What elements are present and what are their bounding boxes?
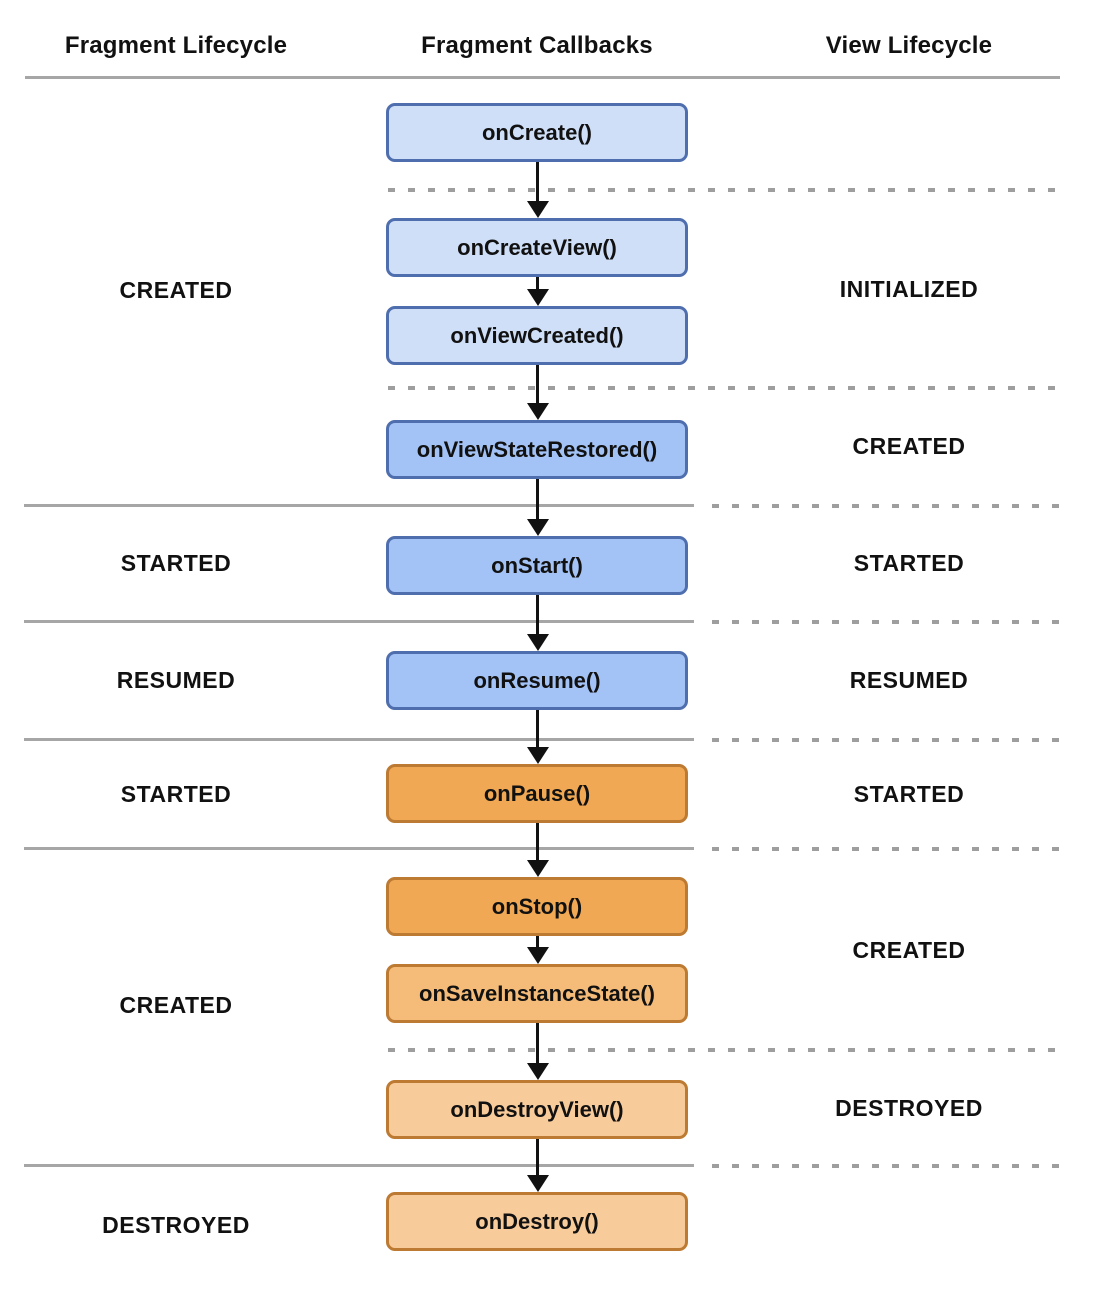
fragment-state-started: STARTED [120, 550, 232, 576]
view-section-divider-dashed [388, 1048, 1060, 1052]
column-header-view-lifecycle: View Lifecycle [825, 32, 993, 59]
view-state-destroyed: DESTROYED [835, 1095, 983, 1121]
fragment-state-resumed: RESUMED [116, 667, 236, 693]
fragment-section-divider-solid [24, 738, 694, 741]
view-section-divider-dashed [712, 1164, 1060, 1168]
flow-arrow [536, 710, 539, 747]
fragment-section-divider-solid [24, 504, 694, 507]
callback-box-onsaveinstancestate: onSaveInstanceState() [386, 964, 688, 1023]
callback-box-onviewcreated: onViewCreated() [386, 306, 688, 365]
view-state-created: CREATED [852, 433, 966, 459]
fragment-state-destroyed: DESTROYED [102, 1212, 250, 1238]
fragment-section-divider-solid [24, 847, 694, 850]
callback-box-oncreateview: onCreateView() [386, 218, 688, 277]
view-section-divider-dashed [388, 386, 1060, 390]
column-header-fragment-lifecycle: Fragment Lifecycle [64, 32, 288, 59]
callback-box-onstop: onStop() [386, 877, 688, 936]
view-state-started-2: STARTED [853, 781, 965, 807]
fragment-state-created: CREATED [119, 277, 233, 303]
fragment-section-divider-solid [24, 620, 694, 623]
view-section-divider-dashed [712, 504, 1060, 508]
view-section-divider-dashed [712, 738, 1060, 742]
flow-arrow [536, 277, 539, 289]
callback-box-ondestroy: onDestroy() [386, 1192, 688, 1251]
flow-arrow [536, 936, 539, 947]
callback-box-onviewstaterestored: onViewStateRestored() [386, 420, 688, 479]
fragment-state-started-2: STARTED [120, 781, 232, 807]
header-divider-line [25, 76, 1060, 79]
view-state-resumed: RESUMED [849, 667, 969, 693]
callback-box-ondestroyview: onDestroyView() [386, 1080, 688, 1139]
callback-box-oncreate: onCreate() [386, 103, 688, 162]
view-state-created-2: CREATED [852, 937, 966, 963]
view-section-divider-dashed [712, 620, 1060, 624]
flow-arrow [536, 823, 539, 860]
flow-arrow [536, 1139, 539, 1175]
callback-box-onpause: onPause() [386, 764, 688, 823]
flow-arrow [536, 479, 539, 519]
flow-arrow [536, 162, 539, 201]
view-section-divider-dashed [388, 188, 1060, 192]
flow-arrow [536, 595, 539, 634]
flow-arrow [536, 365, 539, 403]
view-state-started: STARTED [853, 550, 965, 576]
callback-box-onstart: onStart() [386, 536, 688, 595]
flow-arrow [536, 1023, 539, 1063]
callback-box-onresume: onResume() [386, 651, 688, 710]
column-header-fragment-callbacks: Fragment Callbacks [421, 32, 653, 59]
fragment-state-created-2: CREATED [119, 992, 233, 1018]
view-state-initialized: INITIALIZED [839, 276, 979, 302]
view-section-divider-dashed [712, 847, 1060, 851]
fragment-section-divider-solid [24, 1164, 694, 1167]
